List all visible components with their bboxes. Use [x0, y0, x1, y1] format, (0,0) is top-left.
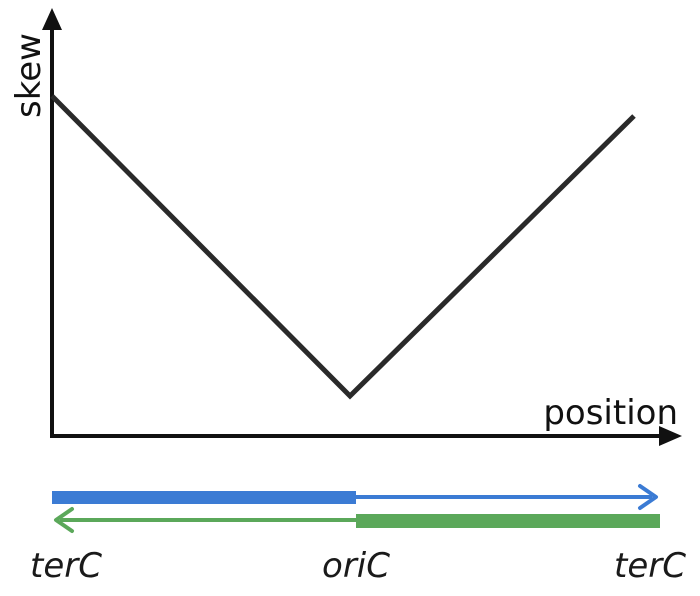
x-axis-label: position	[543, 393, 678, 433]
locus-label-right: terC	[614, 546, 686, 586]
locus-label-left: terC	[30, 546, 102, 586]
locus-label-middle: oriC	[322, 546, 390, 586]
top-strand-thick	[52, 491, 356, 504]
y-axis-arrowhead	[42, 8, 62, 30]
top-strand-arrowhead	[638, 484, 658, 510]
y-axis-label: skew	[9, 33, 49, 118]
skew-line	[50, 94, 636, 400]
bottom-strand-arrowhead	[54, 507, 74, 533]
bottom-strand-thick	[356, 514, 660, 528]
x-axis-arrowhead	[659, 426, 682, 446]
